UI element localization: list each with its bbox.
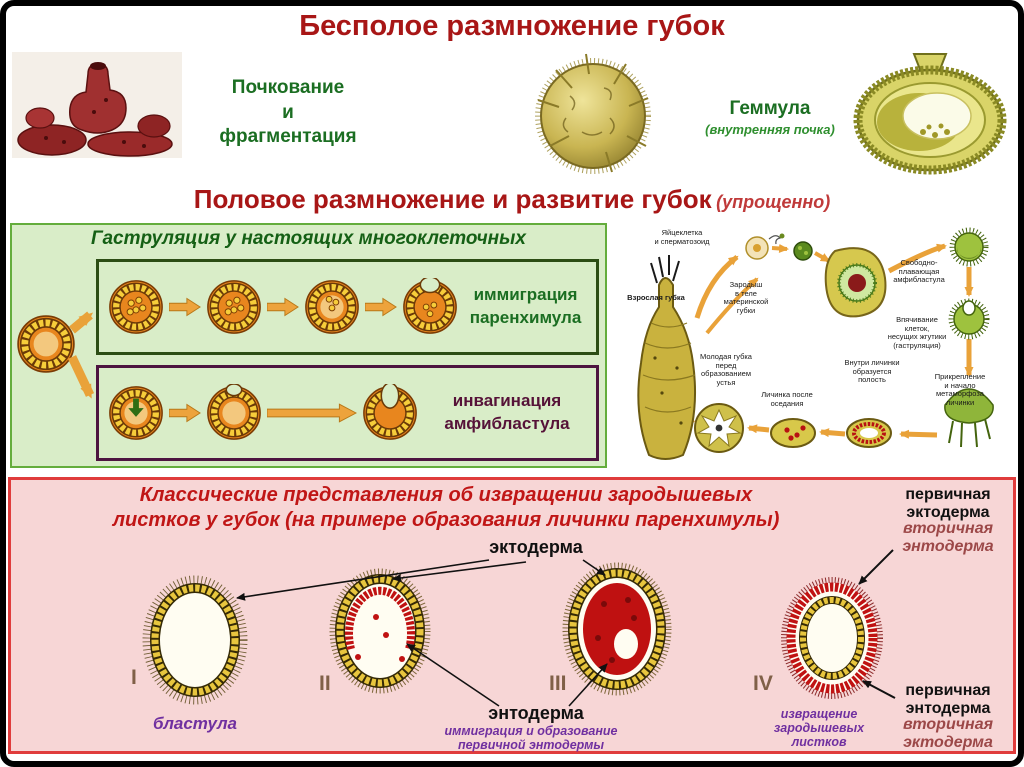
sexual-title: Половое размножение и развитие губок (уп… [6,184,1018,215]
blastula-label: бластула [153,714,237,733]
classic-title: Классические представления об извращении… [112,484,780,531]
invagination-label: инвагинация [452,391,562,411]
lifecycle-metamorphosis-label: Прикрепление и начало метаморфоза личинк… [934,372,986,407]
gemmula-label: Геммула [729,98,811,119]
stage-1-label: I [131,666,137,689]
cavity-larva-illustration [846,418,892,448]
morula-diagram-1 [107,278,165,336]
arrow-right-icon [365,297,397,317]
gemmula-section-illustration [853,53,1007,175]
primary-ectoderm-label: первичная эктодерма [905,486,991,521]
morula-diagram-2 [205,278,263,336]
entoderm-label: энтодерма [488,703,584,723]
adult-sponge [637,255,697,460]
primary-entoderm-label: первичная энтодерма [905,682,991,717]
ectoderm-label: эктодерма [489,537,583,557]
lifecycle-free-larva-label: Свободно- плавающая амфибластула [893,258,945,285]
parenchymula-stage-illustration [562,562,672,696]
sexual-title-text: Половое размножение и развитие губок [193,184,712,214]
slide-title: Бесполое размножение губок [299,10,725,42]
young-sponge-illustration [694,403,744,453]
secondary-entoderm-label: вторичная энтодерма [902,520,994,555]
lifecycle-settled-label: Личинка после оседания [761,390,813,408]
inversion-note: извращение зародышевых листков [773,707,865,749]
gastrulation-panel: Гаструляция у настоящих многоклеточных [10,223,607,468]
gastrulation-illustration [948,298,990,340]
stage-2-label: II [319,672,331,695]
free-amphiblastula-illustration [949,227,989,267]
parenchymula-diagram [401,278,459,336]
gastrulation-panel-title: Гаструляция у настоящих многоклеточных [91,228,526,249]
dent-diagram [205,384,263,442]
parenchymula-label: паренхимула [469,308,582,327]
lifecycle-young-sponge-label: Молодая губка перед образованием устья [700,352,752,387]
invagination-box: инвагинация амфибластула [96,365,599,461]
settled-larva-illustration [770,418,816,448]
blastula-stage-illustration [142,575,248,705]
embryo-in-mother-illustration [824,247,887,318]
arrow-right-icon [169,403,201,423]
secondary-ectoderm-label: вторичная эктодерма [902,716,994,751]
lifecycle-cavity-label: Внутри личинки образуется полость [844,358,900,385]
amphiblastula-label: амфибластула [444,414,570,433]
lifecycle-illustration [637,227,994,460]
invagination-labels: инвагинация амфибластула [426,390,588,436]
embryo-ball-illustration [793,241,813,261]
red-sponge-illustration [12,52,182,158]
arrow-right-icon [169,297,201,317]
classic-panel: Классические представления об извращении… [8,477,1016,754]
long-arrow-right-icon [267,403,357,423]
immigration-stage-illustration [329,568,431,694]
stage-3-label: III [549,672,567,695]
immigration-diagram [303,278,361,336]
amphiblastula-diagram [361,384,419,442]
immigration-note: иммиграция и образование первичной энтод… [444,724,618,752]
lifecycle-adult-label: Взрослая губка [627,293,685,302]
lifecycle-egg-label: Яйцеклетка и сперматозоид [654,228,710,246]
immigration-label: иммиграция [473,285,578,305]
lifecycle-panel: Яйцеклетка и сперматозоид Взрослая губка… [607,223,1011,468]
blastula-arrow-diagram [107,384,165,442]
lifecycle-invagination-label: Впячивание клеток, несущих жгутики (гаст… [887,315,947,350]
budding-fragmentation-label: Почкование и фрагментация [219,77,357,148]
egg-and-sperm-illustration [745,233,785,260]
stage-4-label: IV [753,672,773,695]
gemmula-note: (внутренняя почка) [705,122,835,137]
immigration-labels: иммиграция паренхимула [463,284,588,330]
inversion-stage-illustration [781,577,883,699]
arrow-right-icon [267,297,299,317]
gemmula-sphere-illustration [535,53,651,174]
lifecycle-embryo-label: Зародыш в теле материнской губки [723,280,769,315]
sexual-title-note: (упрощенно) [716,192,831,212]
immigration-box: иммиграция паренхимула [96,259,599,355]
